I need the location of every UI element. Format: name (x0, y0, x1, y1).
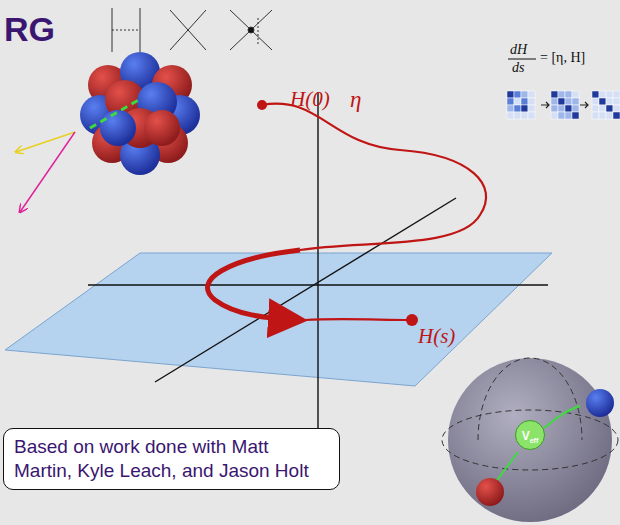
feynman-diagrams (112, 8, 272, 52)
equation: = [η, H] (540, 50, 585, 66)
curve-label: H(0) (290, 87, 330, 112)
curve-label: η (350, 87, 361, 113)
effective-sphere (442, 358, 618, 522)
nucleus (16, 52, 200, 212)
curve-label: H(s) (418, 324, 455, 349)
equation: dH (510, 42, 527, 58)
flow-curve (208, 104, 487, 320)
potential-subscript: eff (530, 437, 539, 444)
equation: ds (512, 60, 524, 76)
matrix-icons (507, 91, 620, 119)
fraction-bar (508, 59, 536, 60)
slide-title: RG (4, 10, 55, 49)
potential-bubble: Veff (515, 420, 545, 450)
credit-box: Based on work done with Matt Martin, Kyl… (3, 428, 340, 490)
credit-text: Based on work done with Matt Martin, Kyl… (14, 435, 329, 483)
potential-symbol: V (522, 429, 530, 443)
